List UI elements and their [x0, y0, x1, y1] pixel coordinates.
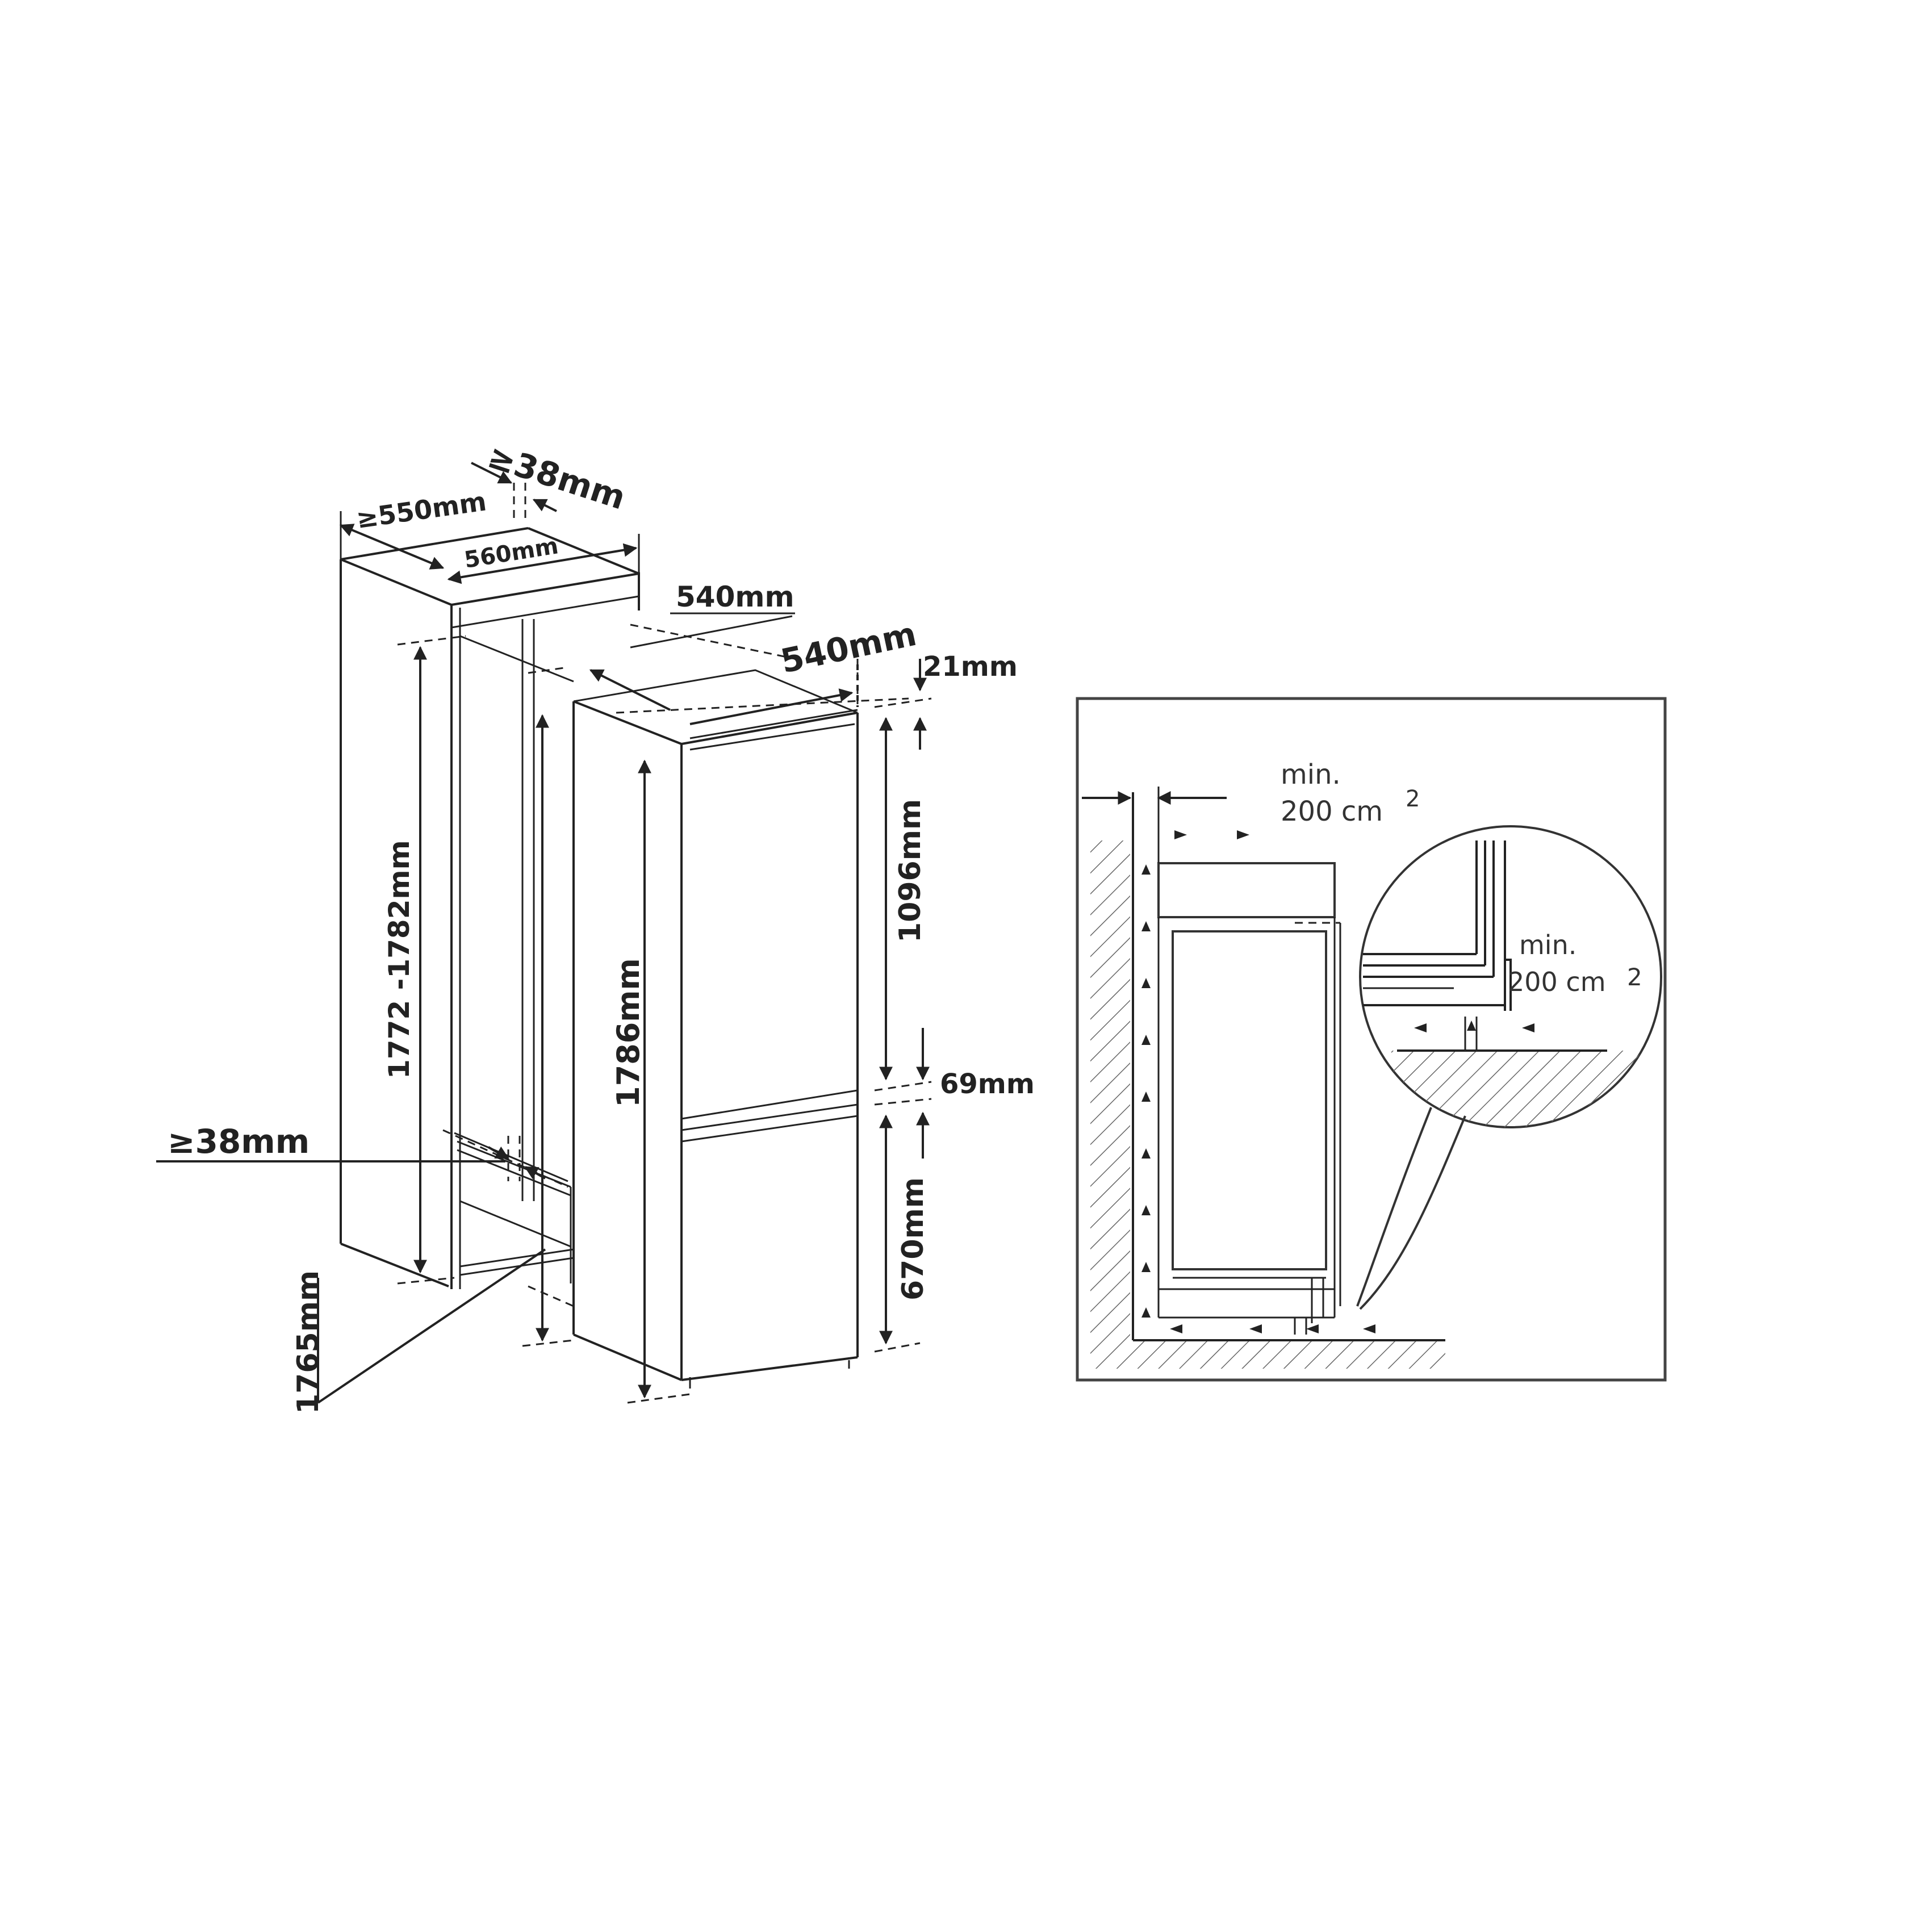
wall-hatch [1090, 840, 1130, 1340]
label-top-vent-gap: ≥38mm [483, 437, 630, 517]
detail-label-min: min. [1519, 930, 1576, 960]
vent-label-area: 200 cm [1281, 796, 1383, 827]
label-niche-depth: ≥550mm [354, 486, 488, 534]
vent-label-min: min. [1281, 759, 1341, 791]
label-freezer-height: 670mm [896, 1177, 930, 1300]
appliance-body [572, 669, 859, 1389]
label-middle-gap: 69mm [940, 1068, 1035, 1100]
label-fridge-height: 1096mm [893, 799, 927, 943]
label-niche-height: 1772 -1782mm [383, 840, 416, 1079]
appliance-door [1172, 930, 1327, 1270]
vent-label-sup: 2 [1406, 786, 1420, 812]
label-appliance-width: 540mm [676, 580, 794, 613]
dimension-labels: ≥550mm ≥38mm 560mm 540mm 540mm 21mm 1772… [168, 437, 1035, 1414]
dimension-lines [156, 462, 930, 1404]
detail-callout-pointer [1356, 1107, 1432, 1307]
label-bottom-vent-gap: ≥38mm [168, 1122, 310, 1161]
ventilation-frame [1076, 697, 1667, 1382]
projection-lines [397, 624, 932, 1404]
label-top-offset: 21mm [923, 651, 1018, 683]
airflow-arrows-top [1174, 830, 1249, 839]
label-appliance-height: 1786mm [610, 958, 646, 1107]
niche-outline [1157, 862, 1336, 918]
ventilation-diagram: min. 200 cm 2 min. 200 cm 2 [1076, 697, 1667, 1382]
floor-hatch [1090, 1340, 1445, 1369]
label-door-height: 1765mm [291, 1270, 325, 1414]
detail-label-area: 200 cm [1508, 967, 1606, 997]
label-appliance-depth: 540mm [777, 614, 920, 681]
label-niche-width: 560mm [462, 533, 560, 574]
airflow-arrows-vertical [1141, 864, 1151, 1318]
detail-label-sup: 2 [1627, 963, 1642, 991]
airflow-arrows-bottom [1170, 1324, 1375, 1333]
